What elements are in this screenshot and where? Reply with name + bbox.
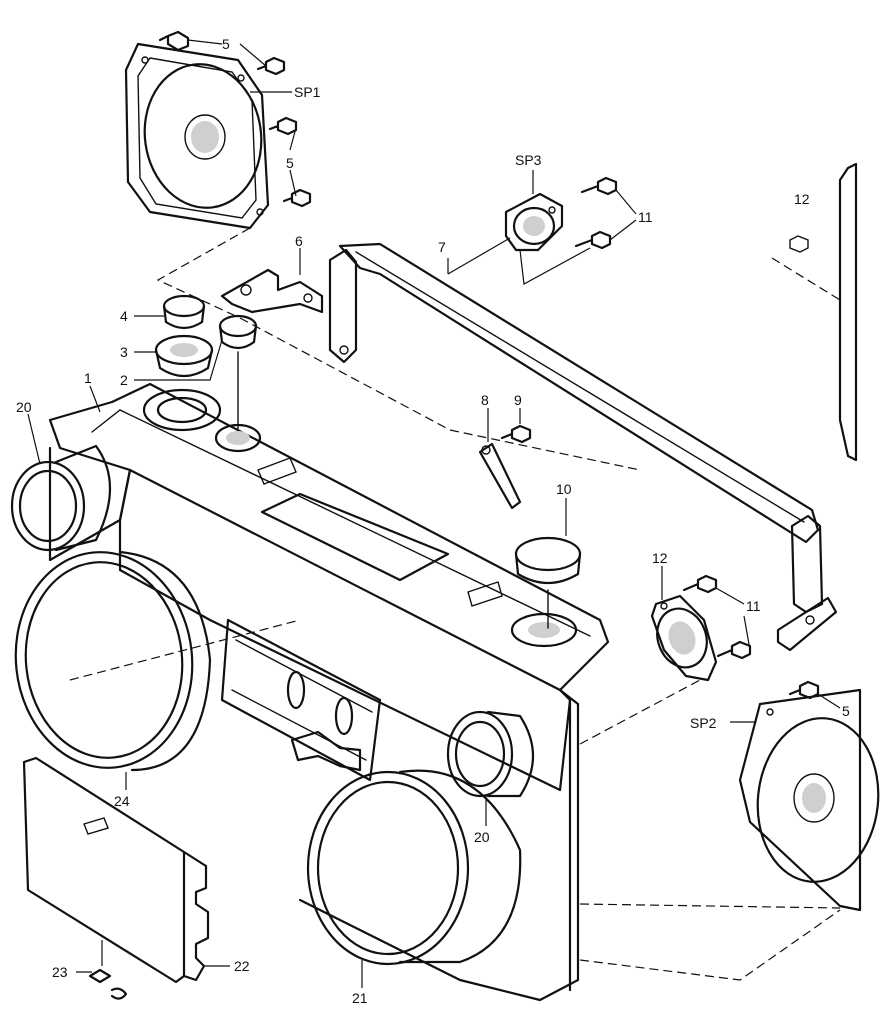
label-8: 8 [481,392,489,408]
label-21: 21 [352,990,368,1006]
lever-8 [478,442,522,510]
label-1: 1 [84,370,92,386]
label-3: 3 [120,344,128,360]
grille-21 [306,769,522,966]
label-5-sp2: 5 [842,703,850,719]
label-23: 23 [52,964,68,980]
label-7: 7 [438,239,446,255]
grille-24 [14,550,212,772]
label-sp2: SP2 [690,715,717,731]
bracket-6 [220,268,324,314]
label-12: 12 [652,550,668,566]
label-20-left: 20 [16,399,32,415]
label-20-right: 20 [474,829,490,845]
screw-9 [500,424,532,444]
speaker-sp1 [124,42,270,230]
cabinet-front-1 [48,382,610,1002]
label-4: 4 [120,308,128,324]
ring-20-right [446,710,535,798]
speaker-sp2 [738,688,880,912]
label-9: 9 [514,392,522,408]
knob-2 [218,314,258,431]
label-10: 10 [556,481,572,497]
label-6: 6 [295,233,303,249]
label-12-edge: 12 [794,191,810,207]
label-5-side: 5 [286,155,294,171]
label-22: 22 [234,958,250,974]
label-5-top: 5 [222,36,230,52]
screws-11-sp3 [574,176,618,250]
label-11-top: 11 [638,209,653,225]
partial-part-12-edge [771,162,858,462]
tweeter-sp3 [504,192,564,252]
label-11-right: 11 [746,598,761,614]
clip-23 [88,968,128,1000]
knob-10 [514,536,582,629]
handle-7 [328,242,838,652]
knob-4 [162,294,206,330]
label-2: 2 [120,372,128,388]
battery-cover-22 [22,756,210,984]
label-sp3: SP3 [515,152,542,168]
ring-20-left [10,444,111,552]
tweeter-mount-12 [650,594,718,682]
label-24: 24 [114,793,130,809]
screw-5-sp2 [788,680,820,700]
knob-3 [154,334,214,378]
screws-5-sp1 [158,30,312,208]
label-sp1: SP1 [294,84,321,100]
